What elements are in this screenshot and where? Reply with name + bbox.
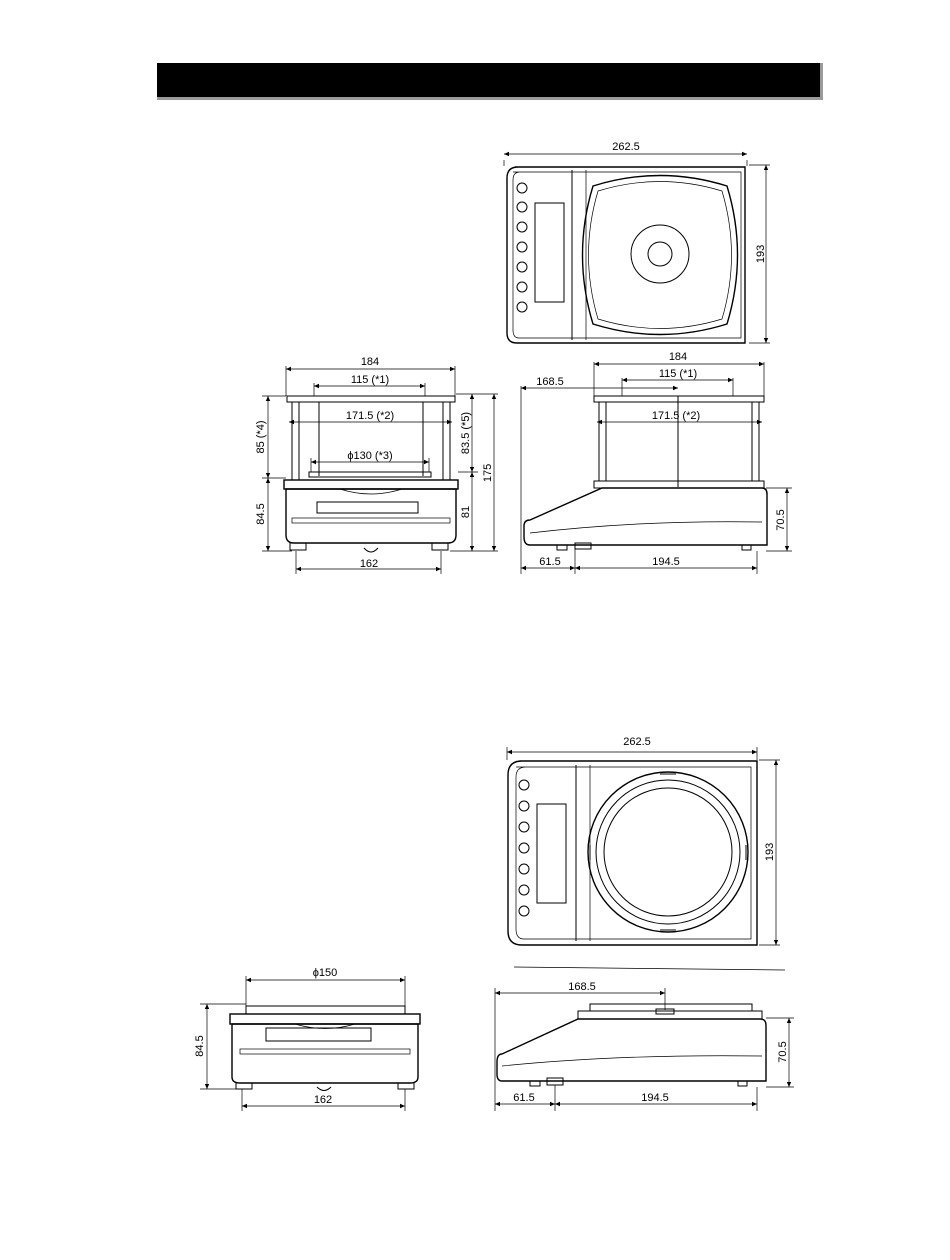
key-buttons-2 bbox=[519, 780, 529, 916]
dim-side1-rear: 194.5 bbox=[652, 556, 680, 568]
dim-front1-body-height: 84.5 bbox=[255, 503, 267, 524]
dim-side1-height: 70.5 bbox=[775, 509, 787, 530]
side-view-2: 168.5 70.5 61.5 194.5 bbox=[495, 981, 794, 1111]
dim-side1-offset: 168.5 bbox=[536, 376, 564, 388]
dim-side2-height: 70.5 bbox=[777, 1041, 789, 1062]
dim-side1-front: 61.5 bbox=[539, 556, 560, 568]
dim-top1-depth: 193 bbox=[755, 245, 767, 263]
front-view-1: 184 115 (*1) 171.5 (*2) ϕ130 (*3) 85 (*4… bbox=[255, 356, 498, 574]
side-view-1: 184 115 (*1) 171.5 (*2) 168.5 70.5 61.5 … bbox=[521, 351, 792, 574]
dim-front2-pan: ϕ150 bbox=[313, 967, 338, 979]
dim-side2-offset: 168.5 bbox=[568, 981, 596, 993]
dim-front1-right-h2: 81 bbox=[460, 506, 472, 518]
dim-side1-inner-mid: 171.5 (*2) bbox=[652, 410, 700, 422]
key-buttons-1 bbox=[517, 183, 527, 312]
dim-front1-breeze-height: 85 (*4) bbox=[255, 420, 267, 453]
dim-top2-depth: 193 bbox=[764, 843, 776, 861]
dim-front1-feet: 162 bbox=[360, 558, 378, 570]
dim-side2-front: 61.5 bbox=[513, 1092, 534, 1104]
front-view-2: ϕ150 84.5 162 bbox=[194, 967, 420, 1111]
dim-front1-inner-mid: 171.5 (*2) bbox=[346, 410, 394, 422]
top-view-1: 262.5 193 bbox=[504, 141, 770, 343]
dim-top1-width: 262.5 bbox=[612, 141, 640, 153]
dim-front1-width: 184 bbox=[361, 356, 379, 368]
dim-side1-width: 184 bbox=[669, 351, 687, 363]
top-view-2: 262.5 193 bbox=[507, 736, 785, 970]
dim-side2-rear: 194.5 bbox=[641, 1092, 669, 1104]
dim-front1-inner-top: 115 (*1) bbox=[351, 374, 389, 386]
dim-front1-pan: ϕ130 (*3) bbox=[347, 450, 392, 462]
dim-side1-inner-top: 115 (*1) bbox=[659, 368, 697, 380]
dim-front2-height: 84.5 bbox=[194, 1035, 206, 1056]
dim-front1-total-height: 175 bbox=[482, 464, 494, 482]
dim-front2-feet: 162 bbox=[314, 1094, 332, 1106]
dim-front1-right-h1: 83.5 (*5) bbox=[460, 412, 472, 454]
dim-top2-width: 262.5 bbox=[623, 736, 651, 748]
